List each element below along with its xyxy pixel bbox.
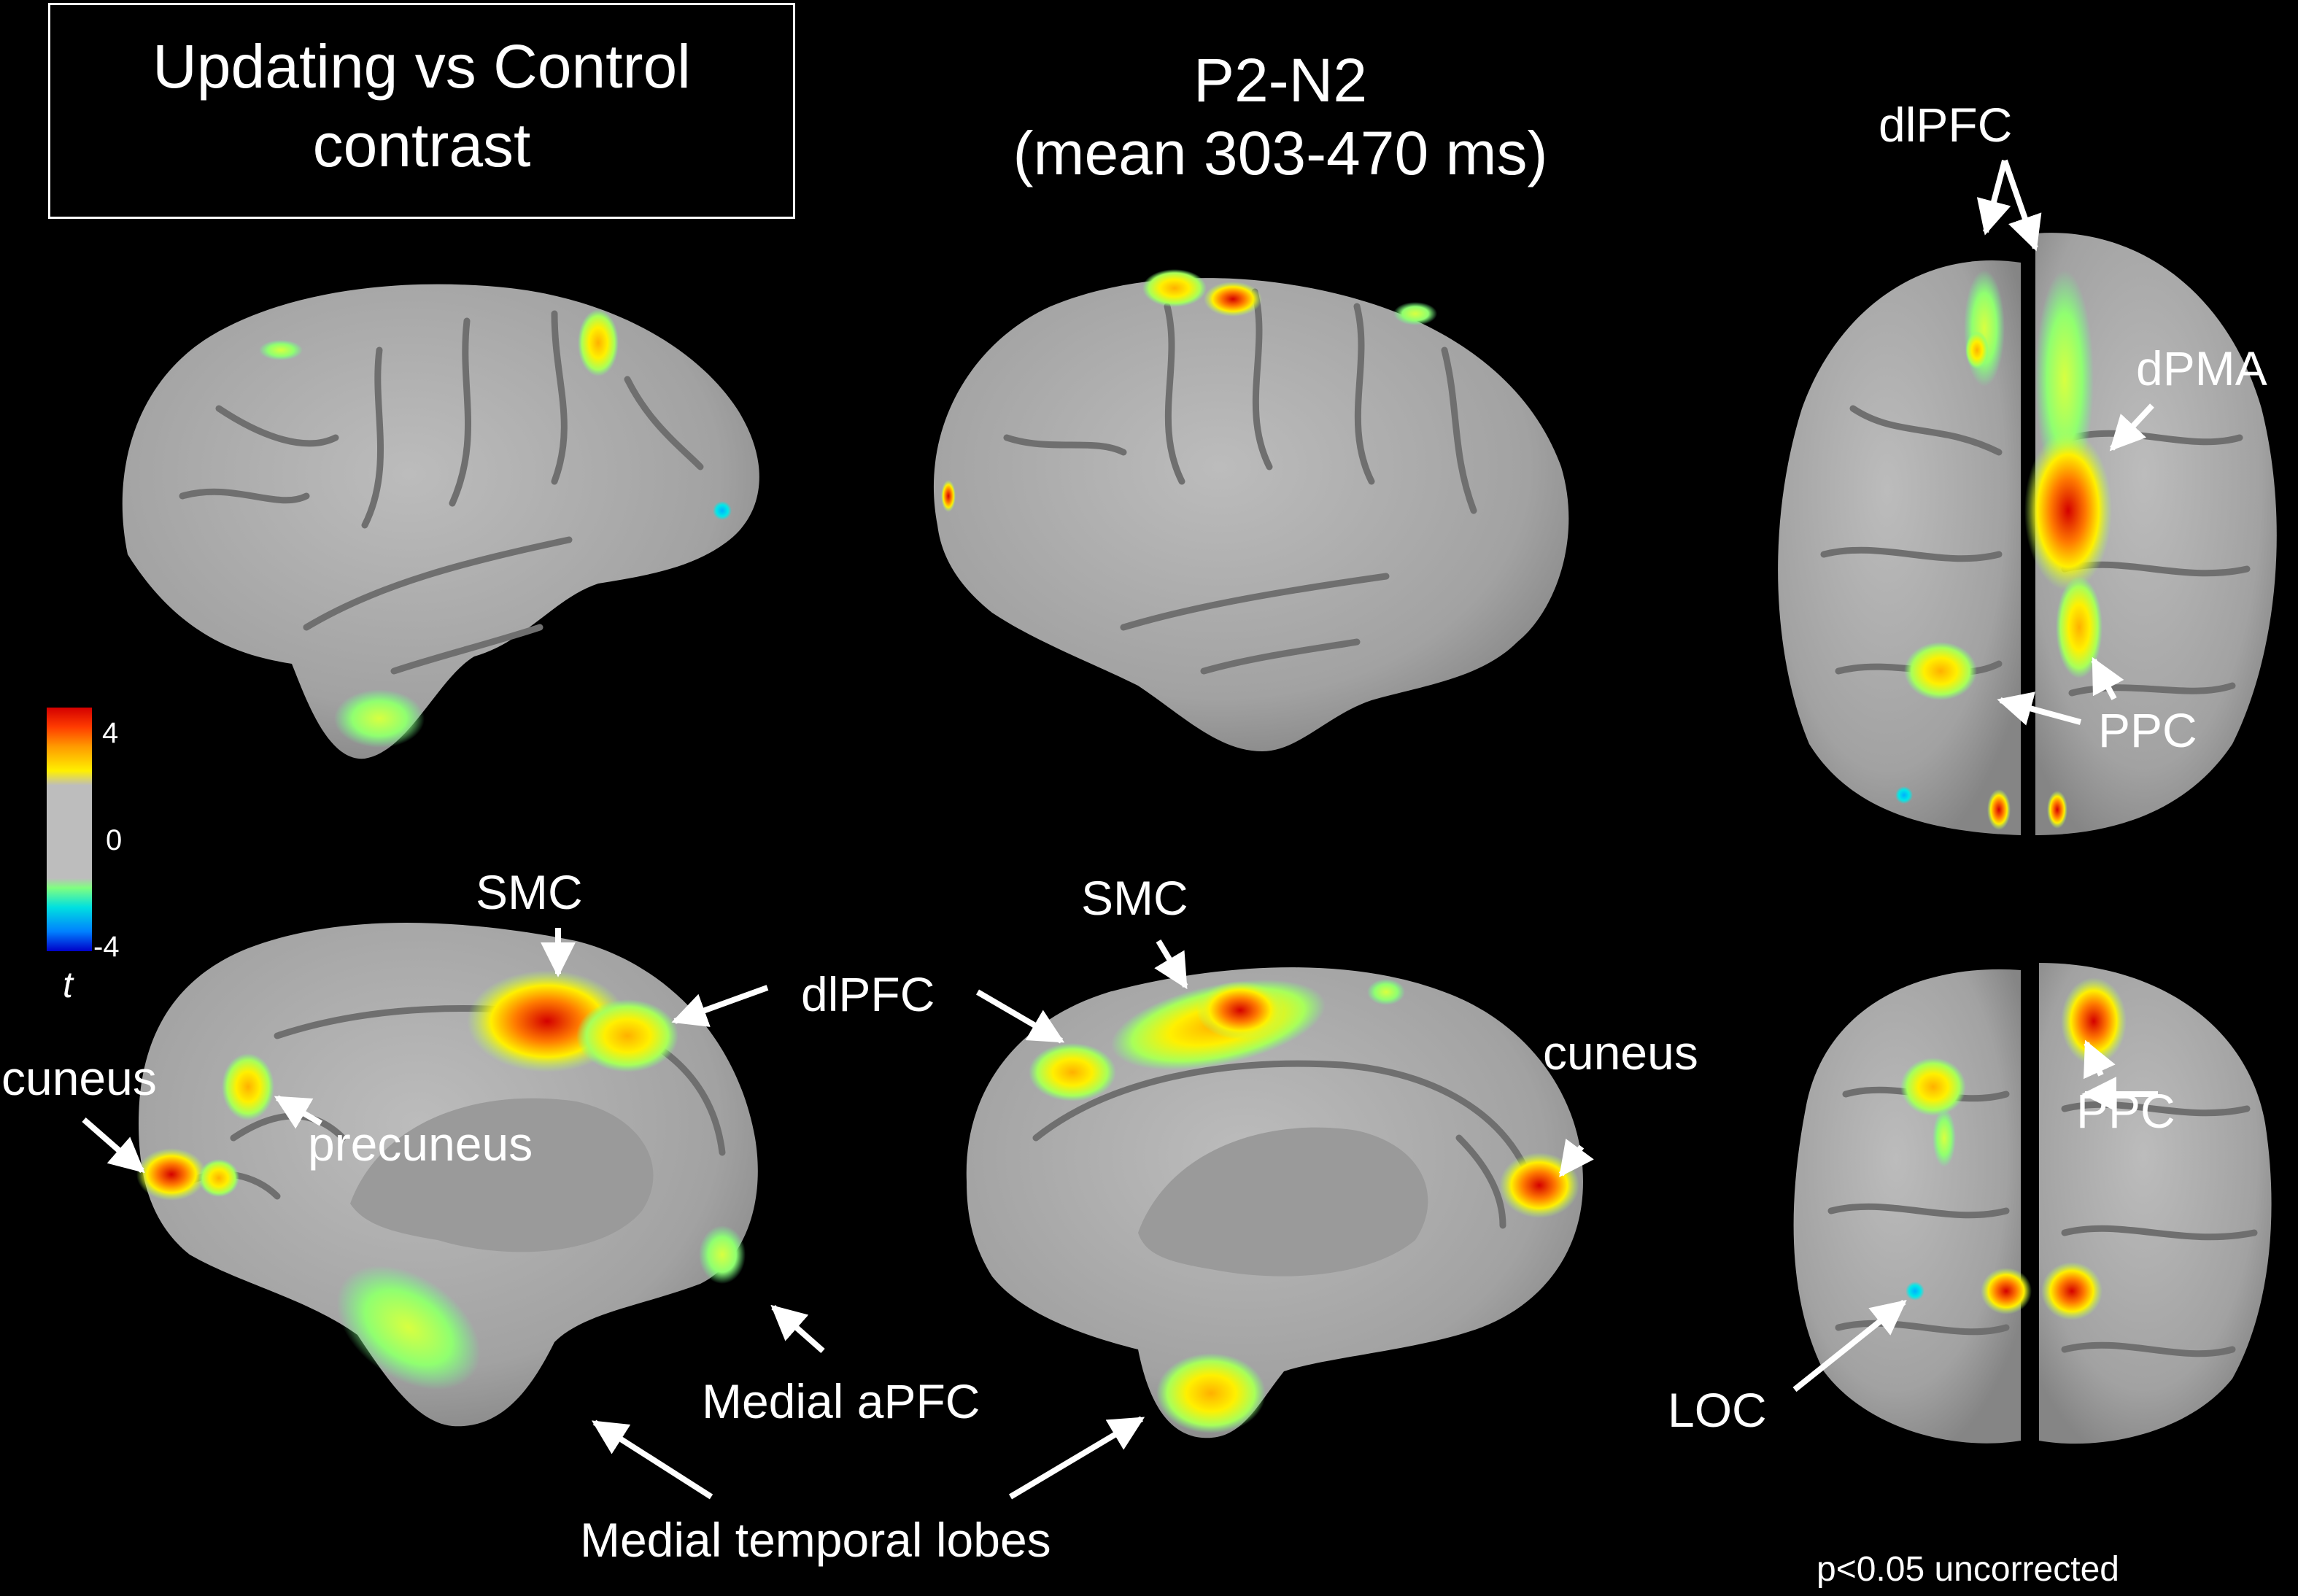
brain-left-lateral [122,284,759,759]
brain-left-medial [136,923,758,1427]
colorbar-symbol: t [63,964,73,1005]
brain-right-medial [966,967,1583,1438]
arrow-precuneus [274,1095,323,1129]
t-colorbar [47,708,92,951]
colorbar-max-label: 4 [102,717,119,749]
arrow-ppc-bottom-b [2084,1039,2116,1080]
arrow-dpma [2109,403,2154,452]
arrow-loc [1792,1299,1907,1392]
contrast-title-box: Updating vs Control contrast [48,3,795,219]
label-smc-left: SMC [476,865,583,919]
arrow-medial-temporal-left [591,1419,713,1500]
label-cuneus-left: cuneus [1,1051,157,1105]
arrow-cuneus-right [1558,1138,1594,1177]
arrow-dlpfc-top-b [2002,159,2042,252]
label-medial-apfc: Medial aPFC [702,1374,980,1428]
brain-right-lateral [933,269,1569,751]
label-smc-right: SMC [1081,871,1188,925]
header-line-2: (mean 303-470 ms) [1013,119,1548,187]
brain-dorsal-view [1778,233,2277,836]
label-ppc-bottom: PPC [2076,1084,2175,1138]
label-precuneus: precuneus [308,1117,533,1171]
arrow-ppc-top-b [2091,656,2124,700]
annotation-arrows [82,159,2158,1500]
arrow-dlpfc-mid-right [975,989,1065,1044]
arrow-medial-temporal-right [1008,1416,1145,1500]
colorbar-min-label: -4 [93,931,120,963]
label-dlpfc-top: dlPFC [1879,98,2013,152]
brain-posterior-view [1793,963,2272,1444]
label-ppc-top: PPC [2098,703,2197,757]
header-line-1: P2-N2 [1193,46,1368,115]
arrow-smc-right [1154,939,1188,990]
arrow-dlpfc-top-a [1976,159,2011,236]
significance-footnote: p<0.05 uncorrected [1817,1550,2119,1589]
arrow-medial-apfc [770,1304,825,1353]
label-cuneus-right: cuneus [1543,1026,1698,1080]
arrow-dlpfc-mid-left [671,985,769,1027]
title-line-1: Updating vs Control [152,32,691,101]
label-medial-temporal: Medial temporal lobes [580,1513,1051,1567]
colorbar-mid-label: 0 [106,824,123,856]
label-dlpfc-mid: dlPFC [801,967,935,1021]
label-loc: LOC [1668,1383,1767,1437]
label-dpma: dPMA [2136,341,2267,395]
arrow-ppc-top-a [1997,692,2082,726]
title-line-2: contrast [312,111,531,179]
arrow-cuneus-left [82,1117,145,1174]
